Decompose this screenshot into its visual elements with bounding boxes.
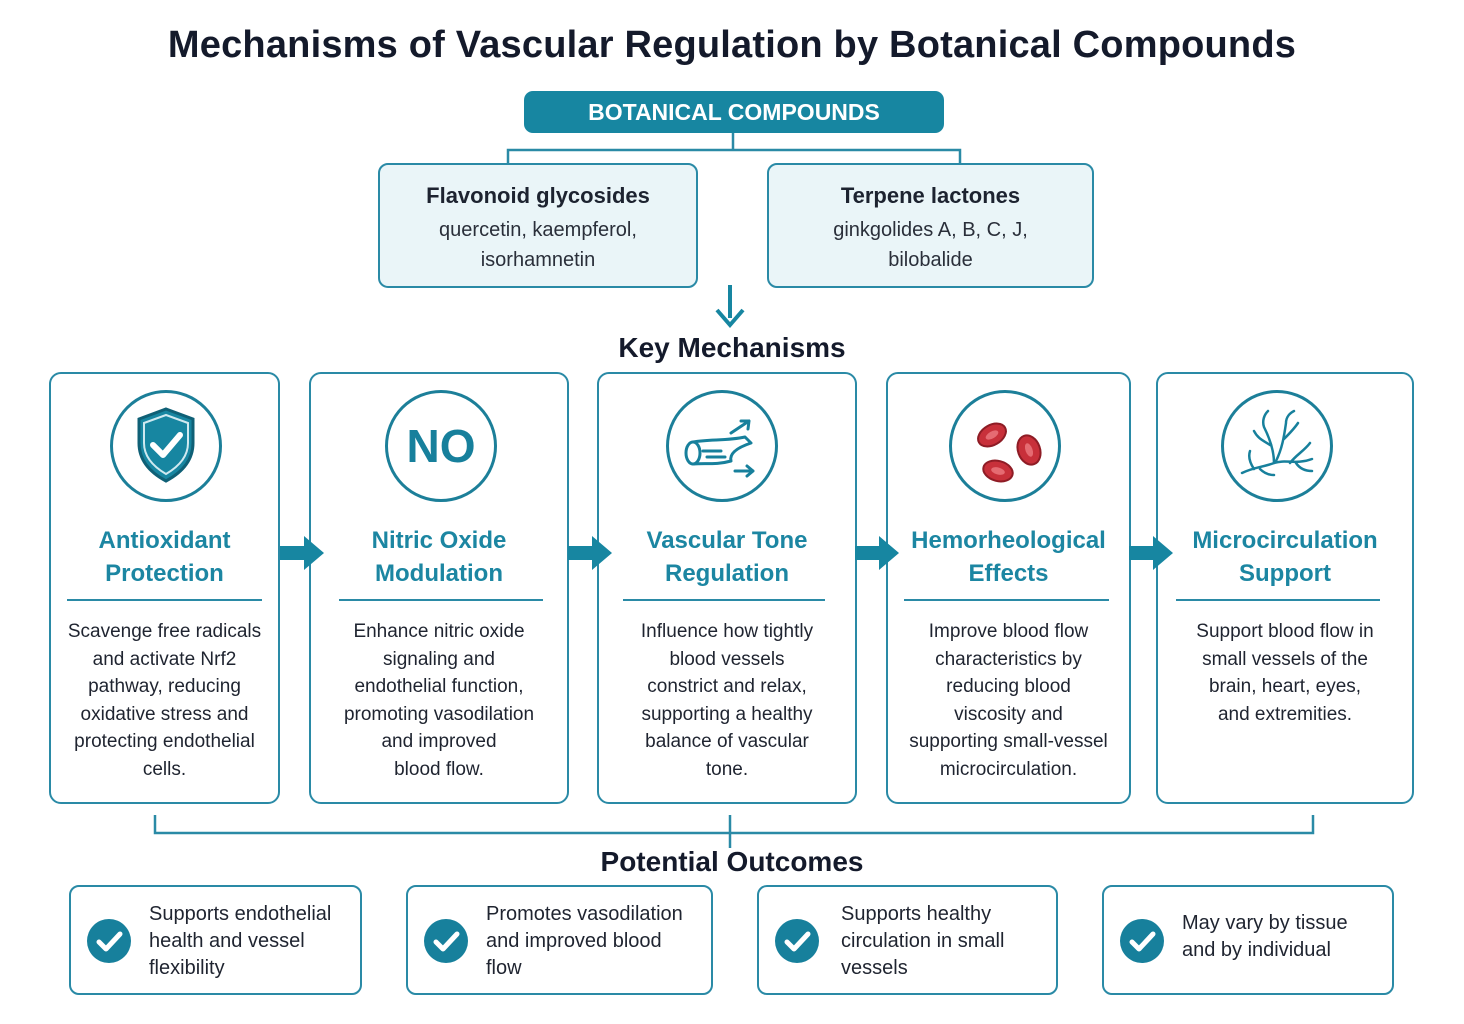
compound-title: Flavonoid glycosides bbox=[426, 183, 650, 208]
compound-examples: bilobalide bbox=[888, 249, 973, 271]
divider bbox=[67, 599, 262, 601]
outcomes-bracket-line bbox=[153, 815, 1315, 835]
right-arrow-icon bbox=[1129, 536, 1173, 570]
right-arrow-icon bbox=[280, 536, 324, 570]
right-arrow-icon bbox=[568, 536, 612, 570]
root-category-box: BOTANICAL COMPOUNDS bbox=[524, 91, 944, 133]
capillary-network-icon bbox=[1221, 390, 1333, 502]
section-heading-outcomes: Potential Outcomes bbox=[600, 846, 864, 877]
shield-check-icon bbox=[110, 390, 222, 502]
compound-box-terpene: Terpene lactones ginkgolides A, B, C, J,… bbox=[767, 163, 1094, 288]
checkmark-icon bbox=[424, 919, 468, 963]
divider bbox=[339, 599, 543, 601]
compound-box-flavonoid: Flavonoid glycosides quercetin, kaempfer… bbox=[378, 163, 698, 288]
divider bbox=[904, 599, 1109, 601]
section-heading-mechanisms: Key Mechanisms bbox=[618, 332, 846, 363]
root-branch-line bbox=[506, 148, 962, 163]
checkmark-icon bbox=[1120, 919, 1164, 963]
blood-vessel-icon bbox=[666, 390, 778, 502]
no-molecule-icon: NO bbox=[385, 390, 497, 502]
compound-examples: ginkgolides A, B, C, J, bbox=[833, 219, 1028, 241]
red-blood-cells-icon bbox=[949, 390, 1061, 502]
right-arrow-icon bbox=[855, 536, 899, 570]
divider bbox=[1176, 599, 1380, 601]
diagram-title: Mechanisms of Vascular Regulation by Bot… bbox=[167, 24, 1297, 66]
checkmark-icon bbox=[775, 919, 819, 963]
divider bbox=[623, 599, 825, 601]
compound-title: Terpene lactones bbox=[840, 183, 1021, 208]
compound-examples: quercetin, kaempferol, bbox=[439, 219, 637, 241]
compound-examples: isorhamnetin bbox=[480, 249, 596, 271]
checkmark-icon bbox=[87, 919, 131, 963]
down-arrow-icon bbox=[715, 285, 745, 329]
